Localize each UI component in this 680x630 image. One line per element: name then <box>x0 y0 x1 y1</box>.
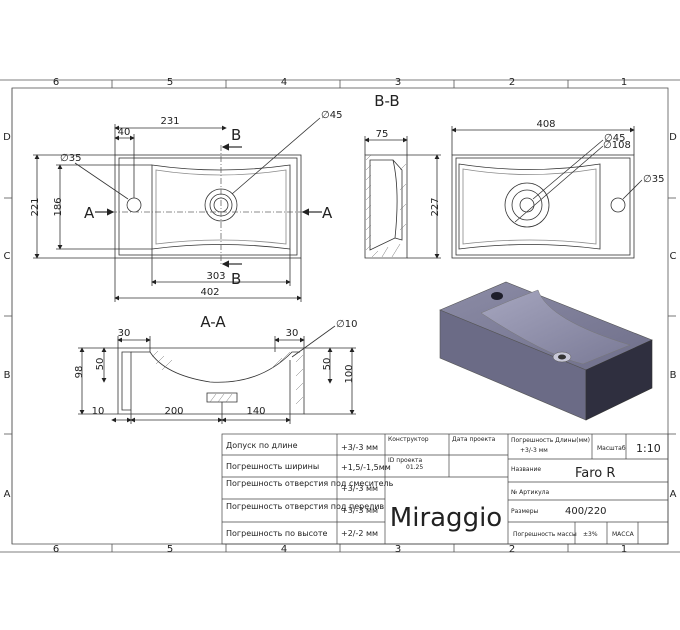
tol-row-5-label: Погрешность по высоте <box>226 529 328 538</box>
zone-y-b-right: B <box>670 370 677 381</box>
section-aa-dimensions: 30 30 ∅10 50 98 50 100 10 200 140 <box>74 319 357 417</box>
zone-x-1: 1 <box>621 77 627 88</box>
top-view <box>33 117 322 302</box>
tol-row-4-label: Погрешность отверстия под перелив <box>226 502 384 511</box>
hole-tol-label: Погрешность Длины(мм) <box>511 437 590 444</box>
tol-row-5-value: +2/-2 мм <box>341 529 378 538</box>
zone-y-a-right: A <box>670 489 677 500</box>
tol-row-1-label: Допуск по длине <box>226 441 298 450</box>
dim-200: 200 <box>164 406 183 417</box>
mass-tol-label: Погрешность массы <box>513 531 577 538</box>
zone-y-b: B <box>4 370 11 381</box>
date-label: Дата проекта <box>452 436 496 443</box>
dim-diameter-108: ∅108 <box>603 140 631 151</box>
dim-75: 75 <box>376 129 389 140</box>
dim-408: 408 <box>536 119 555 130</box>
zone-x-3: 3 <box>395 77 401 88</box>
tol-row-4-value: +3/-3 мм <box>341 506 378 515</box>
side-view-hatch <box>365 154 407 258</box>
zone-x-2: 2 <box>509 77 515 88</box>
scale-value: 1:10 <box>636 442 661 455</box>
zone-x-5-bottom: 5 <box>167 544 173 555</box>
title-block <box>221 433 669 545</box>
dim-227: 227 <box>430 197 441 216</box>
name-label: Название <box>511 466 541 473</box>
zone-x-6-bottom: 6 <box>53 544 59 555</box>
zone-x-4: 4 <box>281 77 287 88</box>
dim-30-left: 30 <box>118 328 131 339</box>
dim-231: 231 <box>160 116 179 127</box>
dim-diameter-10: ∅10 <box>336 319 357 330</box>
zone-x-1-bottom: 1 <box>621 544 627 555</box>
tol-row-2-value: +1,5/-1,5мм <box>341 463 391 472</box>
zone-x-2-bottom: 2 <box>509 544 515 555</box>
tol-row-3-label: Погрешность отверстия под смеситель <box>226 479 394 488</box>
dim-50-right: 50 <box>322 358 333 371</box>
dim-10-bottom: 10 <box>92 406 105 417</box>
tol-row-3-value: +3/-3 мм <box>341 484 378 493</box>
dim-50-left: 50 <box>95 358 106 371</box>
size-label: Размеры <box>511 508 539 515</box>
zone-y-d: D <box>3 132 11 143</box>
section-aa-hatch <box>151 350 304 405</box>
product-name: Faro R <box>575 466 615 481</box>
dim-402: 402 <box>200 287 219 298</box>
dim-98: 98 <box>74 366 85 379</box>
section-aa-view <box>78 325 356 424</box>
mass-tol-value: ±3% <box>583 531 598 538</box>
zone-y-d-right: D <box>669 132 677 143</box>
dim-100: 100 <box>344 364 355 383</box>
dim-diameter-45: ∅45 <box>321 110 342 121</box>
dim-186: 186 <box>53 197 64 216</box>
brand-logo: Miraggio <box>390 503 502 533</box>
scale-label: Масштаб <box>597 445 626 452</box>
side-view <box>364 136 441 259</box>
dim-diameter-45-rear-text: ∅45 <box>604 133 625 144</box>
side-view-dimensions: 75 227 <box>376 129 441 217</box>
dim-40: 40 <box>118 127 131 138</box>
tol-row-1-value: +3/-3 мм <box>341 443 378 452</box>
constructor-label: Конструктор <box>388 436 429 443</box>
zone-y-c-right: C <box>670 251 677 262</box>
mass-label: МАССА <box>612 531 635 538</box>
zone-y-c: C <box>4 251 11 262</box>
cut-label-a-left: A <box>84 204 95 222</box>
dim-diameter-35: ∅35 <box>60 153 81 164</box>
title-block-text: Допуск по длине +3/-3 мм Погрешность шир… <box>226 436 661 538</box>
hole-tol-value: +3/-3 мм <box>520 447 548 454</box>
top-view-dimensions: 231 40 ∅45 ∅35 221 186 303 402 A A B B <box>30 110 342 298</box>
rear-view-dimensions: 408 ∅108 ∅35 <box>536 119 664 185</box>
dim-30-right: 30 <box>286 328 299 339</box>
zone-x-5: 5 <box>167 77 173 88</box>
dim-diameter-35-rear: ∅35 <box>643 174 664 185</box>
zone-x-4-bottom: 4 <box>281 544 287 555</box>
dim-221: 221 <box>30 197 41 216</box>
tol-row-2-label: Погрешность ширины <box>226 462 319 471</box>
project-id-label: ID проекта <box>388 457 423 464</box>
section-bb-title: B-B <box>374 92 399 110</box>
zone-labels: 6 5 4 3 2 1 6 5 4 3 2 1 D C B A D C B A <box>3 77 677 555</box>
cut-label-b-top: B <box>231 126 241 144</box>
cut-label-a-right: A <box>322 204 333 222</box>
basin-3d-render <box>439 281 653 421</box>
zone-y-a: A <box>4 489 11 500</box>
size-value: 400/220 <box>565 506 607 517</box>
dim-140: 140 <box>246 406 265 417</box>
article-label: № Артикула <box>511 489 549 496</box>
dim-303: 303 <box>206 271 225 282</box>
rear-view <box>451 126 643 259</box>
project-id-value: 01.25 <box>406 464 423 471</box>
zone-x-3-bottom: 3 <box>395 544 401 555</box>
zone-x-6: 6 <box>53 77 59 88</box>
cut-label-b-bottom: B <box>231 270 241 288</box>
section-aa-title: A-A <box>200 313 226 331</box>
